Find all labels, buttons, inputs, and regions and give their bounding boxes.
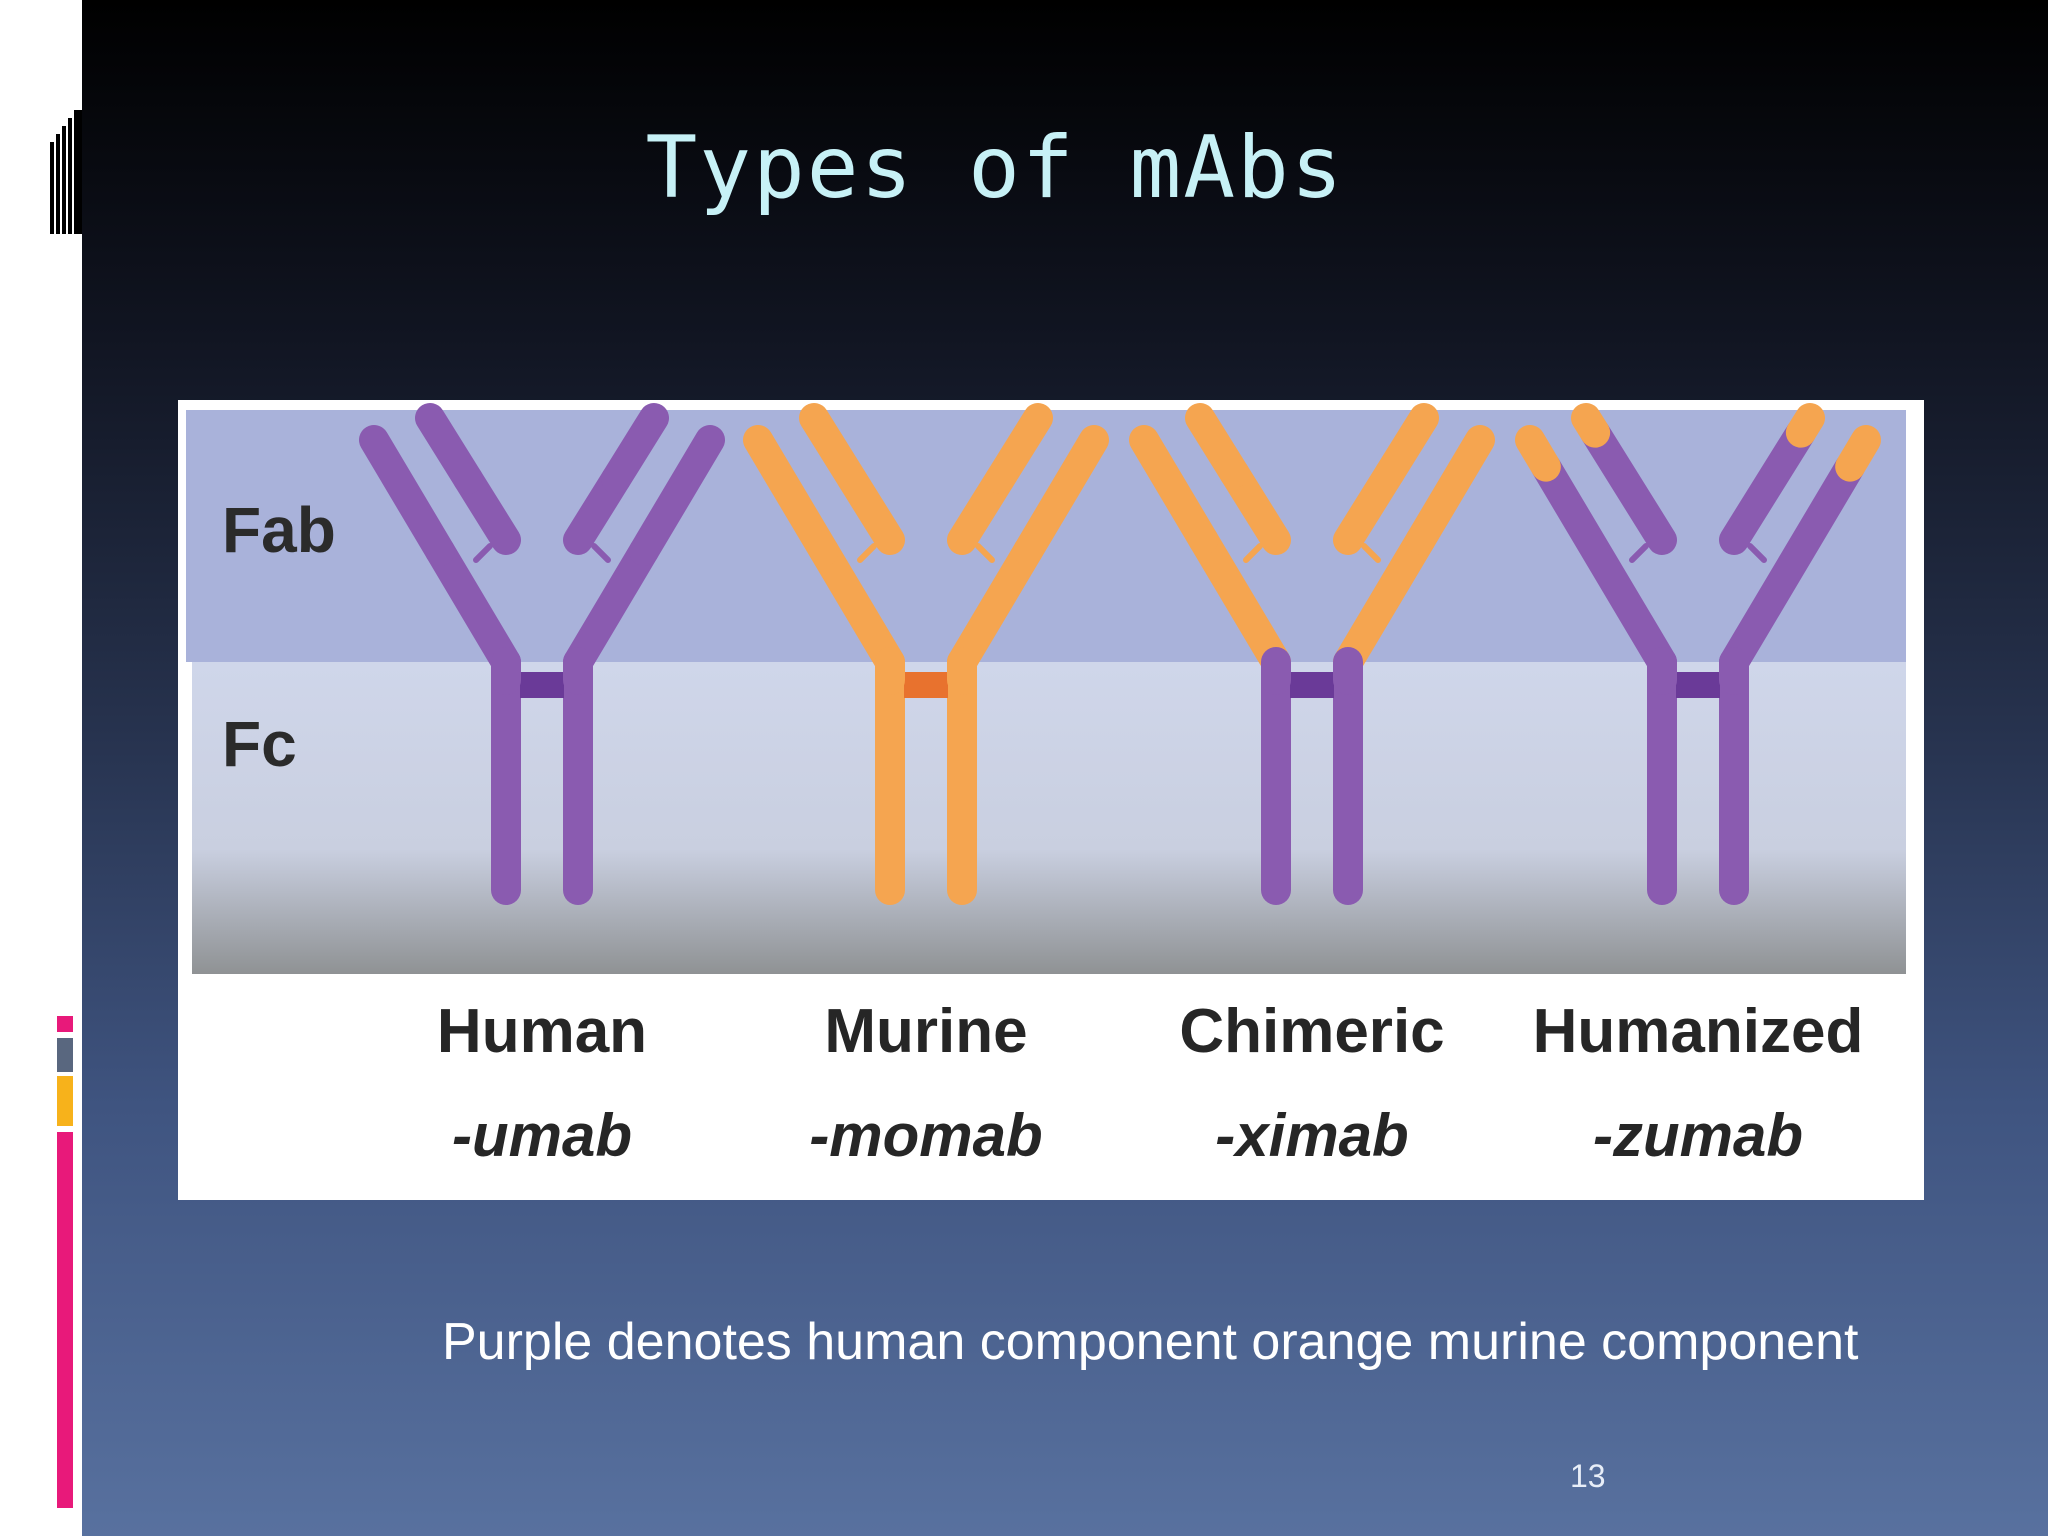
heavy-chain-left-arm-tip xyxy=(1515,425,1561,482)
antibody-name-humanized: Humanized xyxy=(1533,997,1864,1066)
heavy-chain-right-arm-tip xyxy=(1405,425,1495,555)
decor-bar-gray xyxy=(57,1038,73,1072)
light-heavy-link-right xyxy=(1747,543,1767,563)
antibody-humanized xyxy=(1515,403,1881,905)
antibody-types-figure: Fab Fc Human -umab Murine -momab Chimeric -xi… xyxy=(178,400,1924,1200)
light-heavy-link-left xyxy=(1243,543,1263,563)
antibody-diagram: Fab Fc Human -umab Murine -momab Chimeric -xi… xyxy=(186,403,1906,1169)
antibody-suffix-murine: -momab xyxy=(809,1102,1042,1169)
hinge-disulfide xyxy=(1676,672,1720,698)
light-chain-left-tip xyxy=(1571,403,1611,448)
heavy-chain-left-arm-base xyxy=(1530,451,1677,677)
light-chain-left-tip xyxy=(1185,403,1250,488)
light-heavy-link-left xyxy=(1629,543,1649,563)
heavy-chain-left-arm-tip xyxy=(1129,425,1219,555)
heavy-chain-right-arm-tip xyxy=(1835,425,1881,482)
light-chain-right-base xyxy=(1719,417,1816,555)
decor-tick-5 xyxy=(74,110,82,234)
heavy-chain-left-arm-base xyxy=(425,536,521,677)
hinge-disulfide xyxy=(520,672,564,698)
antibody-name-murine: Murine xyxy=(824,997,1027,1066)
antibody-murine xyxy=(743,403,1109,905)
hinge-disulfide xyxy=(1290,672,1334,698)
antibody-group xyxy=(359,403,1881,905)
light-chain-left-tip xyxy=(415,403,483,494)
heavy-chain-right-arm-base xyxy=(1333,524,1436,677)
heavy-chain-right-arm-base xyxy=(1719,451,1866,677)
light-chain-right-tip xyxy=(1785,403,1825,448)
light-heavy-link-right xyxy=(591,543,611,563)
antibody-suffix-human: -umab xyxy=(452,1102,632,1169)
decor-tick-4 xyxy=(68,118,72,234)
light-heavy-link-left xyxy=(473,543,493,563)
left-margin-strip xyxy=(0,0,82,1536)
light-chain-left-tip xyxy=(799,403,867,494)
slide-title: Types of mAbs xyxy=(645,118,1345,218)
decor-bar-yellow xyxy=(57,1076,73,1126)
heavy-chain-right-arm-base xyxy=(563,536,659,677)
fc-label: Fc xyxy=(222,708,297,780)
decor-tick-3 xyxy=(62,126,66,234)
hinge-disulfide xyxy=(904,672,948,698)
heavy-chain-left-arm-tip xyxy=(359,425,455,566)
decor-tick-1 xyxy=(50,142,54,234)
decor-tick-2 xyxy=(56,134,60,234)
heavy-chain-left-arm-base xyxy=(809,536,905,677)
antibody-chimeric xyxy=(1129,403,1495,905)
light-chain-right-tip xyxy=(1374,403,1439,488)
heavy-chain-left-arm-base xyxy=(1188,524,1291,677)
antibody-suffix-humanized: -zumab xyxy=(1593,1102,1803,1169)
fab-label: Fab xyxy=(222,494,336,566)
figure-caption: Purple denotes human component orange mu… xyxy=(442,1313,1859,1371)
light-heavy-link-left xyxy=(857,543,877,563)
heavy-chain-right-arm-tip xyxy=(1013,425,1109,566)
light-chain-right-tip xyxy=(601,403,669,494)
decor-bar-pink-small xyxy=(57,1016,73,1032)
antibody-name-chimeric: Chimeric xyxy=(1179,997,1444,1066)
antibody-name-human: Human xyxy=(437,997,647,1066)
heavy-chain-right-arm-tip xyxy=(629,425,725,566)
light-heavy-link-right xyxy=(1361,543,1381,563)
heavy-chain-right-arm-base xyxy=(947,536,1043,677)
fc-band xyxy=(192,662,1906,974)
antibody-suffix-chimeric: -ximab xyxy=(1215,1102,1408,1169)
decor-bar-pink-long xyxy=(57,1132,73,1508)
light-heavy-link-right xyxy=(975,543,995,563)
antibody-human xyxy=(359,403,725,905)
light-chain-left-base xyxy=(1580,417,1677,555)
antibody-labels: Human -umab Murine -momab Chimeric -ximab Huma… xyxy=(437,997,1863,1169)
light-chain-right-tip xyxy=(985,403,1053,494)
page-number: 13 xyxy=(1570,1458,1606,1494)
slide-background: Types of mAbs Fab Fc Human -umab Murine -mo… xyxy=(82,0,2048,1536)
heavy-chain-left-arm-tip xyxy=(743,425,839,566)
